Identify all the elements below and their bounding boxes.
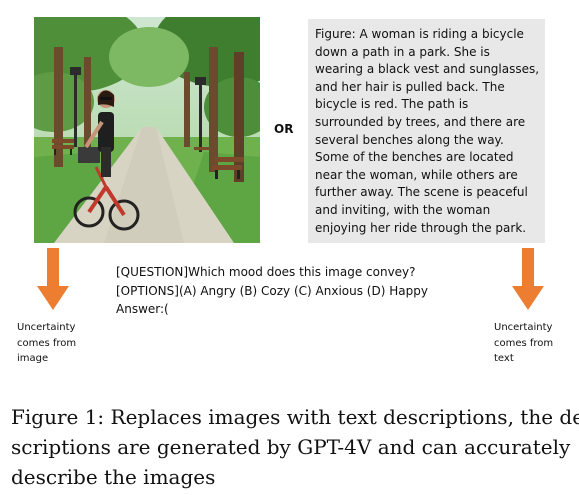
caption-line: describe the images xyxy=(11,465,216,489)
note-line: Uncertainty xyxy=(494,322,553,333)
left-uncertainty-note: Uncertainty comes from image xyxy=(17,320,76,367)
description-line: near the woman, while others are xyxy=(315,167,518,182)
note-line: comes from xyxy=(494,337,554,349)
right-uncertainty-note: Uncertainty comes from text xyxy=(494,320,553,367)
note-line: Uncertainty xyxy=(17,322,76,333)
description-line: Figure: A woman is riding a bicycle xyxy=(315,27,524,41)
description-line: bicycle is red. The path is xyxy=(315,97,469,112)
text-description-box: Figure: A woman is riding a bicycle down… xyxy=(308,19,545,243)
description-line: enjoying her ride through the park. xyxy=(315,220,527,235)
description-line: wearing a black vest and sunglasses, xyxy=(315,62,540,77)
note-line: image xyxy=(17,353,49,364)
description-line: down a path in a park. She is xyxy=(315,44,490,59)
park-cyclist-illustration xyxy=(34,17,260,243)
description-line: further away. The scene is peaceful xyxy=(315,185,528,200)
prompt-question: [QUESTION]Which mood does this image con… xyxy=(116,265,416,279)
note-line: comes from xyxy=(17,337,77,349)
description-line: and inviting, with the woman xyxy=(315,202,491,217)
caption-line: Figure 1: Replaces images with text desc… xyxy=(11,405,579,429)
description-line: surrounded by trees, and there are xyxy=(315,114,526,129)
question-prompt: [QUESTION]Which mood does this image con… xyxy=(116,263,428,319)
description-line: several benches along the way. xyxy=(315,132,504,147)
prompt-answer: Answer:( xyxy=(116,302,169,317)
caption-line: scriptions are generated by GPT-4V and c… xyxy=(11,435,571,459)
prompt-options: [OPTIONS](A) Angry (B) Cozy (C) Anxious … xyxy=(116,283,428,298)
description-line: and her hair is pulled back. The xyxy=(315,79,505,94)
description-line: Some of the benches are located xyxy=(315,150,514,165)
left-down-arrow-icon xyxy=(37,248,69,310)
right-down-arrow-icon xyxy=(512,248,544,310)
figure-caption: Figure 1: Replaces images with text desc… xyxy=(11,402,579,492)
note-line: text xyxy=(494,353,514,364)
or-connector: OR xyxy=(274,122,294,136)
